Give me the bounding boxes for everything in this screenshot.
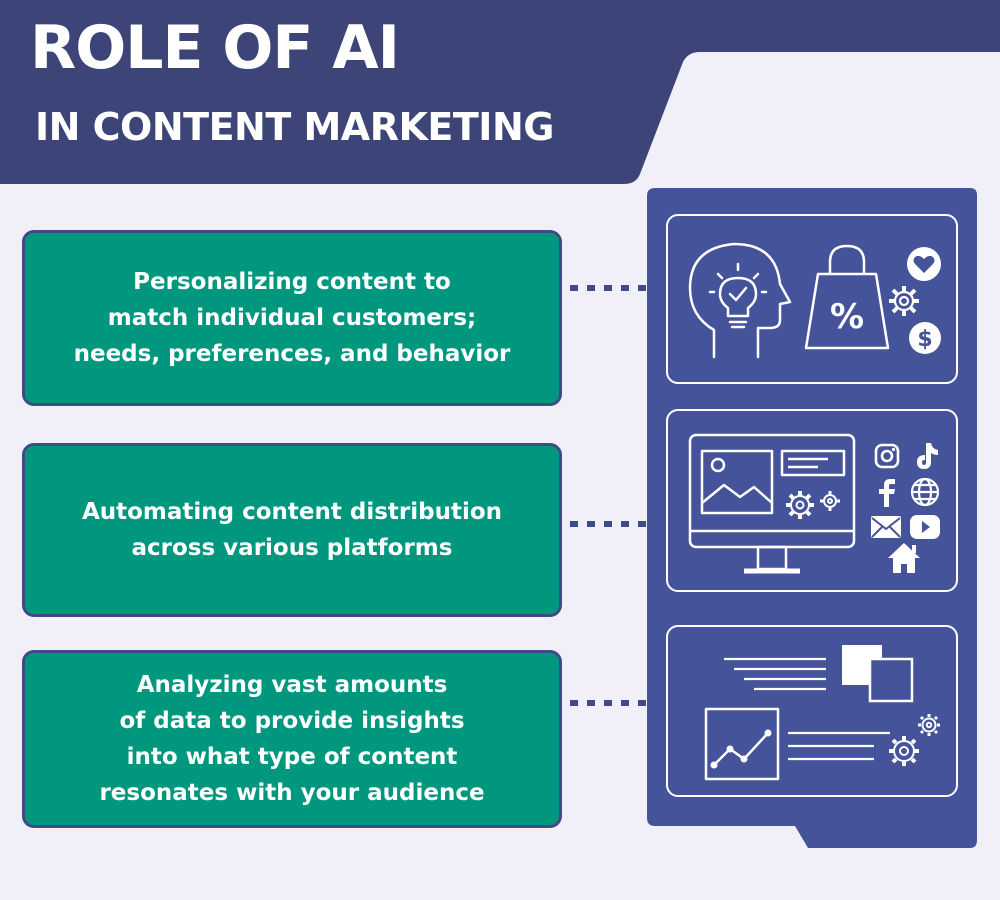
tiktok-icon xyxy=(917,443,938,469)
icon-box-analyzing xyxy=(666,625,958,797)
monitor-icon xyxy=(688,433,856,574)
card-automating: Automating content distribution across v… xyxy=(22,443,562,617)
title-line-2: IN CONTENT MARKETING xyxy=(35,105,554,149)
shopping-bag-percent-icon: % xyxy=(804,244,890,350)
title-line-1: ROLE OF AI xyxy=(30,13,400,83)
dollar-icon: $ xyxy=(909,322,941,354)
head-lightbulb-icon xyxy=(688,242,792,359)
line-chart-icon xyxy=(704,707,780,781)
instagram-icon xyxy=(874,443,900,469)
card-analyzing: Analyzing vast amounts of data to provid… xyxy=(22,650,562,828)
connector-1 xyxy=(570,285,646,291)
heart-icon xyxy=(907,247,941,281)
card-personalizing: Personalizing content to match individua… xyxy=(22,230,562,406)
icon-box-personalizing: % $ xyxy=(666,214,958,384)
card-text-analyzing: Analyzing vast amounts of data to provid… xyxy=(99,672,485,806)
chart-text-lines-icon xyxy=(788,731,890,761)
globe-icon xyxy=(910,477,940,507)
icon-box-automating xyxy=(666,409,958,592)
text-lines-icon xyxy=(724,657,826,691)
home-icon xyxy=(888,543,920,573)
stacked-squares-icon xyxy=(842,645,914,703)
svg-text:%: % xyxy=(830,297,864,337)
connector-3 xyxy=(570,700,646,706)
connector-2 xyxy=(570,521,646,527)
card-text-personalizing: Personalizing content to match individua… xyxy=(73,269,511,367)
header-banner xyxy=(0,0,1000,184)
youtube-icon xyxy=(910,515,940,539)
mail-icon xyxy=(871,516,901,538)
facebook-icon xyxy=(879,479,895,507)
card-text-automating: Automating content distribution across v… xyxy=(81,499,503,561)
gears-icon xyxy=(889,714,940,766)
gear-icon xyxy=(889,286,919,316)
svg-text:$: $ xyxy=(917,327,932,352)
